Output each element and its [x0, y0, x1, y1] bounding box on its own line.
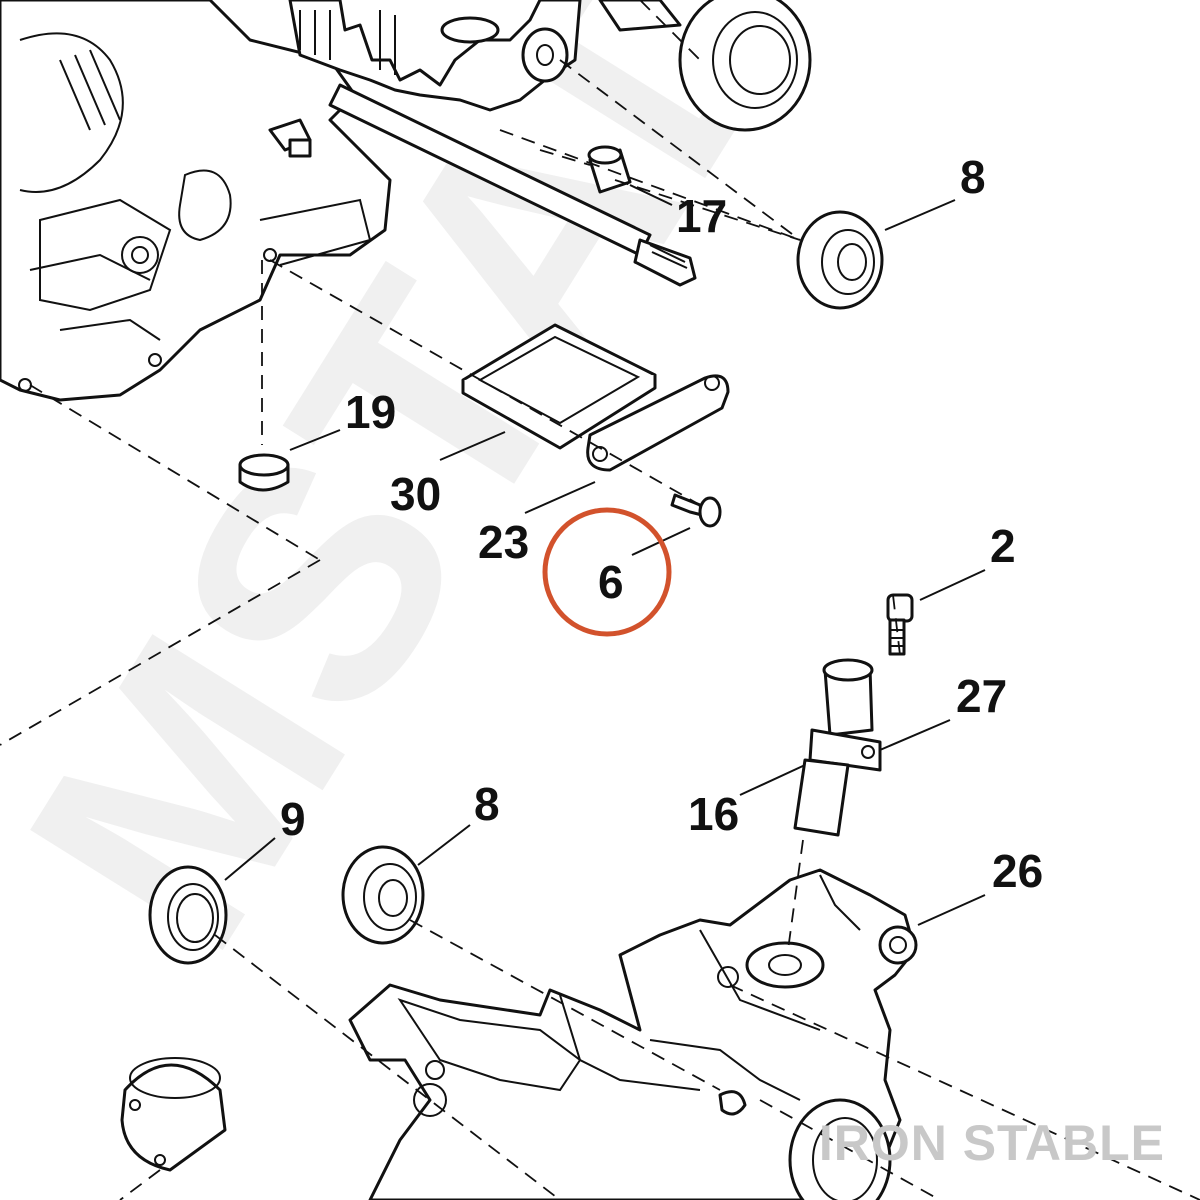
callout-2: 2	[990, 520, 1016, 572]
shaft-icon	[268, 83, 697, 287]
callout-19: 19	[345, 386, 396, 438]
gear-cluster-icon	[288, 0, 582, 112]
callout-6: 6	[598, 556, 624, 608]
callout-highlight-ring	[542, 507, 672, 637]
plug-icon	[238, 453, 290, 492]
callout-30: 30	[390, 468, 441, 520]
brand-watermark: IRON STABLE	[819, 1115, 1165, 1171]
callout-27: 27	[956, 670, 1007, 722]
bolt-icon	[670, 493, 722, 528]
bearing-icon	[598, 0, 812, 132]
callout-23: 23	[478, 516, 529, 568]
lower-crankcase-icon	[348, 868, 918, 1200]
callout-8-lower: 8	[474, 778, 500, 830]
bolt-icon	[886, 593, 914, 656]
seal-icon	[148, 865, 228, 965]
callout-8-upper: 8	[960, 151, 986, 203]
callout-26: 26	[992, 845, 1043, 897]
bearing-icon	[796, 210, 884, 310]
bearing-icon	[341, 845, 425, 945]
callout-16: 16	[688, 788, 739, 840]
bearing-icon	[120, 1057, 227, 1172]
sensor-icon	[793, 658, 882, 837]
gasket-icon	[461, 323, 657, 450]
callout-9: 9	[280, 793, 306, 845]
callout-17: 17	[676, 190, 727, 242]
